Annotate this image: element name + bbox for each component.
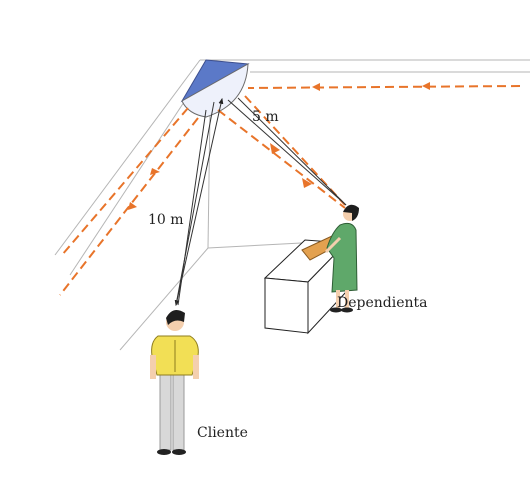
client-label: Cliente xyxy=(197,425,248,441)
distance-label-5m: 5 m xyxy=(252,109,279,125)
clerk-label: Dependienta xyxy=(337,295,428,311)
distance-label-10m: 10 m xyxy=(148,212,184,228)
clerk-figure-icon xyxy=(301,204,359,313)
sight-lines xyxy=(174,97,347,307)
ray-arrows xyxy=(128,82,430,210)
client-figure-icon xyxy=(150,309,199,455)
